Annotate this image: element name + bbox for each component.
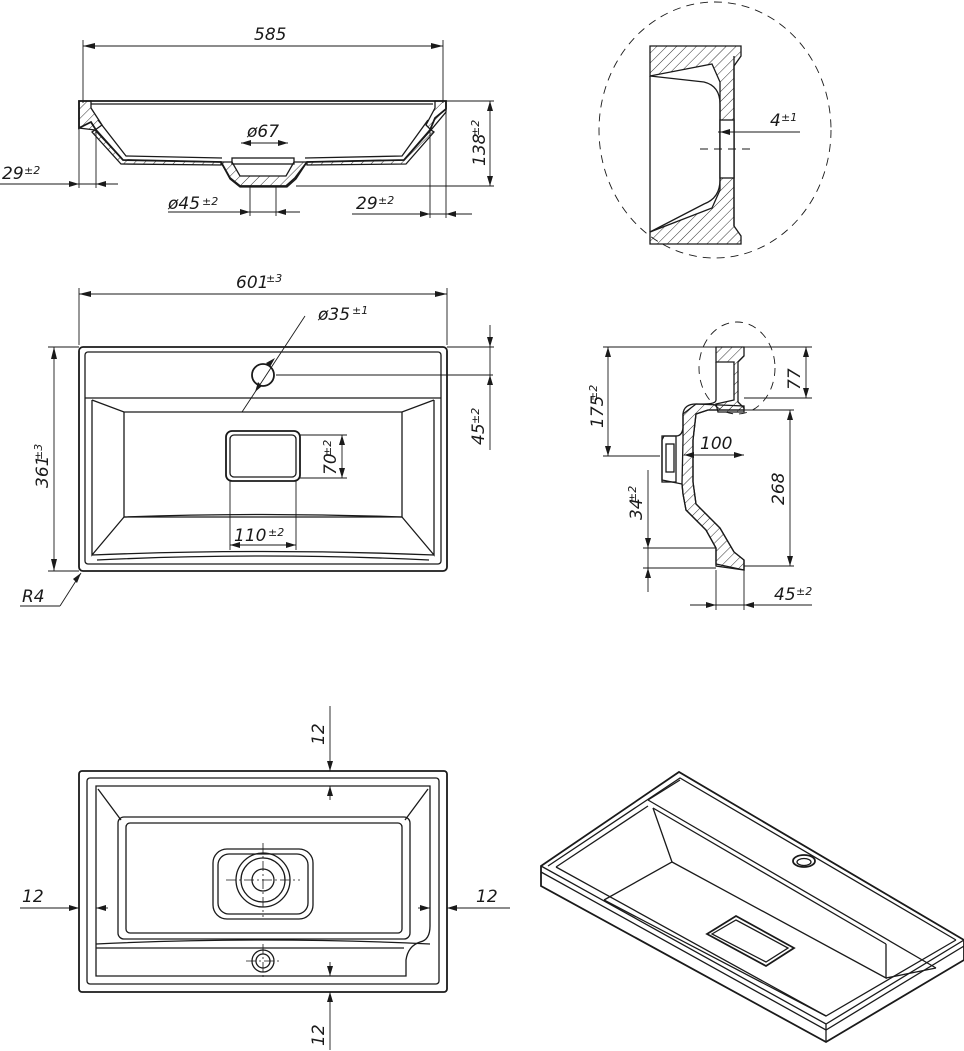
front-section-view: ø67 ø45 ±2 29 ±2 29 ±2 138 ±2	[0, 40, 494, 218]
dim-bottom-12-right: 12	[476, 887, 498, 907]
side-section-view: 175 ±2 77 100 268 34 ±2 45	[587, 321, 812, 610]
dim-side-34: 34	[627, 498, 647, 520]
dim-bottom-12-left: 12	[22, 887, 44, 907]
plan-view: 601 ±3 ø35 ±1 45 ±2	[20, 272, 494, 607]
dim-plan-hole-tol: ±1	[352, 304, 368, 317]
dim-rim-right-tol: ±2	[378, 194, 394, 207]
dim-plan-hole-dia: ø35	[317, 305, 350, 325]
dim-side-268: 268	[769, 472, 789, 505]
dim-side-45: 45	[774, 585, 796, 605]
dim-rim-right: 29	[356, 194, 378, 214]
dim-rim-left-tol: ±2	[24, 164, 40, 177]
dim-drain-dia: ø67	[246, 122, 279, 142]
dim-bottom-12-top: 12	[309, 723, 329, 745]
dim-drain-h: 70	[321, 453, 341, 475]
dim-drain-w-tol: ±2	[268, 526, 284, 539]
dim-drain-w: 110	[234, 526, 266, 546]
dim-plan-width: 601	[236, 273, 268, 293]
dim-plan-depth-tol: ±3	[32, 444, 45, 460]
dim-detail-gap-tol: ±1	[781, 111, 797, 124]
dim-top-width: 585	[254, 25, 286, 45]
dim-outlet-dia: ø45	[167, 194, 200, 214]
dim-hole-offset-tol: ±2	[469, 408, 482, 424]
dim-detail-gap: 4	[770, 111, 781, 131]
isometric-view	[540, 770, 964, 1044]
dim-drain-h-tol: ±2	[321, 440, 334, 456]
dim-side-34-tol: ±2	[626, 486, 639, 502]
dim-hole-offset: 45	[469, 423, 489, 445]
dim-height: 138	[470, 133, 490, 166]
dim-plan-depth: 361	[33, 456, 53, 488]
bottom-view: 12 12 12 12	[20, 706, 510, 1050]
dim-side-77: 77	[785, 368, 805, 390]
detail-view: 4 ±1	[598, 1, 832, 259]
dim-bottom-12-bottom: 12	[309, 1024, 329, 1046]
dim-plan-width-tol: ±3	[266, 272, 282, 285]
dim-rim-left: 29	[2, 164, 24, 184]
dim-side-100: 100	[700, 434, 732, 454]
dim-side-height: 175	[588, 396, 608, 428]
dim-radius: R4	[22, 587, 45, 607]
dim-outlet-tol: ±2	[202, 195, 218, 208]
dim-side-height-tol: ±2	[587, 385, 600, 401]
dim-height-tol: ±2	[469, 120, 482, 136]
dim-side-45-tol: ±2	[796, 585, 812, 598]
